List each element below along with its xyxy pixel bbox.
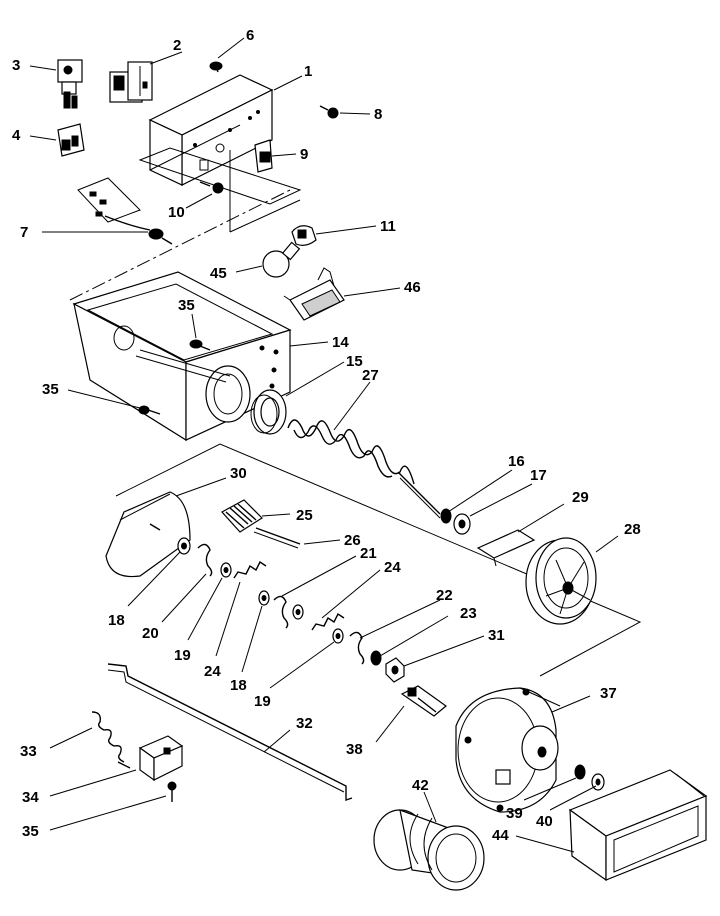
motor-housing-part-37 [455,687,561,813]
callout-35-lower: 35 [22,823,39,840]
solenoid-part-3 [57,59,83,109]
duct-part-42 [373,809,485,891]
switch-part-2 [109,61,153,103]
callout-6: 6 [246,27,254,44]
lamp-cover-part-46 [283,267,345,321]
callout-33: 33 [20,743,37,760]
assembly-outline [115,443,642,677]
callout-31: 31 [488,627,505,644]
bracket-part-24-upper [233,560,267,579]
shaft-part-26 [253,527,301,549]
callout-17: 17 [530,467,547,484]
shield-plate-part-30 [105,491,191,578]
washer-part-16 [440,508,452,524]
hub-part-18-lower [258,590,270,606]
fan-blade-part-28 [525,537,597,625]
callout-42: 42 [412,777,429,794]
screw-part-35-side [138,405,161,415]
callout-29: 29 [572,489,589,506]
callout-19-lower: 19 [254,693,271,710]
callout-2: 2 [173,37,181,54]
callout-14: 14 [332,334,349,351]
coupler-part-25 [221,499,263,533]
callout-8: 8 [374,106,382,123]
callout-9: 9 [300,146,308,163]
callout-16: 16 [508,453,525,470]
callout-25: 25 [296,507,313,524]
nut-part-17 [453,513,471,535]
motor-cover-part-44 [568,769,708,882]
callout-32: 32 [296,715,313,732]
callout-39: 39 [506,805,523,822]
coupling-nut-part-31 [385,657,405,683]
callout-22: 22 [436,587,453,604]
bracket-part-4 [57,123,85,157]
bracket-part-34 [138,735,184,782]
bracket-part-38 [400,685,447,717]
control-housing [138,74,302,233]
clip-part-20 [197,543,213,577]
bracket-part-24-lower [311,612,345,631]
lamp-socket-part-11 [291,225,317,246]
screw-part-10 [199,181,224,194]
callout-3: 3 [12,57,20,74]
auger-bushing-part-15 [250,389,287,435]
screw-part-35-inner [189,339,211,351]
screw-part-6 [209,61,223,73]
callout-labels: 2 3 4 6 1 8 9 10 7 11 45 46 35 14 35 15 … [12,27,641,844]
callout-21: 21 [360,545,377,562]
callout-30: 30 [230,465,247,482]
callout-4: 4 [12,127,21,144]
callout-40: 40 [536,813,553,830]
callout-37: 37 [600,685,617,702]
clip-part-9 [254,139,273,173]
clip-part-21 [273,595,289,629]
callout-18-upper: 18 [108,612,125,629]
hub-part-18-third [292,604,304,620]
callout-23: 23 [460,605,477,622]
callout-20: 20 [142,625,159,642]
callout-26: 26 [344,532,361,549]
callout-34: 34 [22,789,39,806]
callout-38: 38 [346,741,363,758]
clip-part-22 [349,631,365,665]
washer-part-39 [574,764,586,780]
callout-11: 11 [380,218,396,235]
callout-1: 1 [304,63,312,80]
screw-part-35-lower [167,781,177,802]
screw-part-8 [319,105,339,119]
leader-lines [29,37,619,853]
callout-45: 45 [210,265,227,282]
callout-7: 7 [20,224,28,241]
callout-19-upper: 19 [174,647,191,664]
callout-44: 44 [492,827,509,844]
callout-24-upper: 24 [384,559,401,576]
washer-part-19-lower [332,628,344,644]
callout-28: 28 [624,521,641,538]
callout-35-bin-inner: 35 [178,297,195,314]
bracket-part-29 [476,529,536,567]
callout-27: 27 [362,367,379,384]
callout-46: 46 [404,279,421,296]
callout-18-lower: 18 [230,677,247,694]
callout-15: 15 [346,353,363,370]
washer-part-19-upper [220,562,232,578]
washer-part-23 [370,650,382,666]
spring-part-33 [91,711,131,769]
rod-part-32 [107,663,353,801]
wire-harness-part-7 [77,177,173,245]
ice-bin-part-14 [69,189,292,442]
light-bulb-part-45 [262,241,301,278]
callout-10: 10 [168,204,185,221]
hub-part-18-upper [177,537,191,555]
callout-35-bin-side: 35 [42,381,59,398]
callout-24-lower: 24 [204,663,221,680]
auger-spring-part-27 [287,419,441,519]
